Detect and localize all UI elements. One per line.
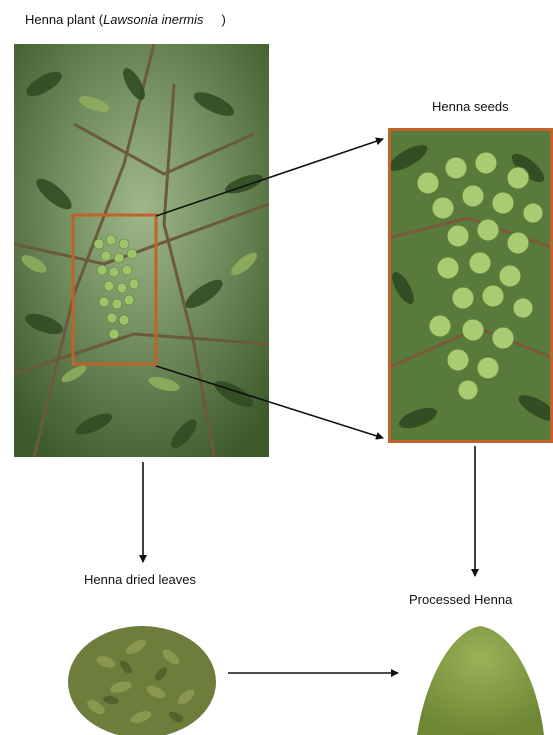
arrow-to-seeds-bottom: [156, 366, 383, 438]
arrow-to-seeds-top: [156, 139, 383, 216]
